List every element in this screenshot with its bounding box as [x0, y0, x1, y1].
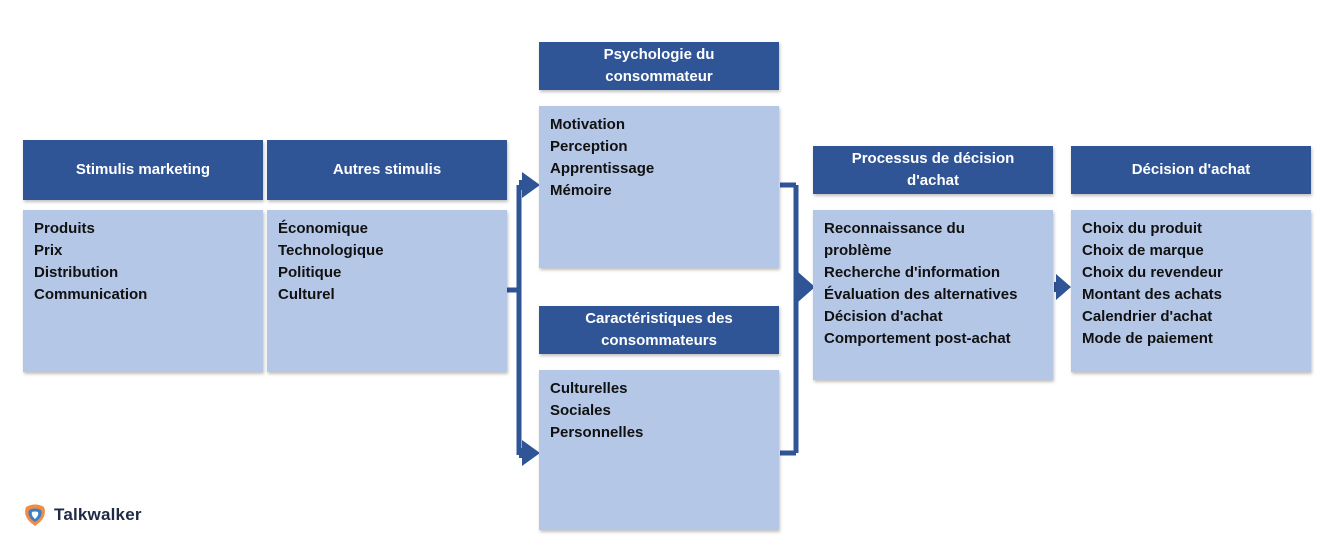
autres-stimulis-title: Autres stimulis	[332, 161, 442, 178]
list-item: Montant des achats	[1082, 286, 1223, 303]
list-item: Perception	[550, 138, 628, 155]
list-item: Évaluation des alternatives	[824, 286, 1018, 303]
list-item: Culturelles	[550, 380, 628, 397]
list-item: Choix du revendeur	[1082, 264, 1223, 281]
stimulis-marketing-title: Stimulis marketing	[75, 161, 211, 178]
list-item: Mémoire	[550, 182, 612, 199]
psychologie-title: Psychologie du consommateur	[603, 46, 715, 85]
list-item: Politique	[278, 264, 342, 281]
list-item: Personnelles	[550, 424, 644, 441]
decision-box: Choix du produit Choix de marque Choix d…	[1071, 210, 1311, 372]
logo-text: Talkwalker	[54, 505, 142, 524]
list-item: Économique	[278, 220, 369, 237]
caracteristiques-header: Caractéristiques des consommateurs	[539, 306, 779, 354]
stimulis-marketing-header: Stimulis marketing	[23, 140, 263, 200]
list-item: Communication	[34, 286, 148, 303]
list-item: Recherche d'information	[824, 264, 1001, 281]
processus-title: Processus de décision d'achat	[851, 150, 1015, 189]
list-item: Prix	[34, 242, 63, 259]
list-item: Produits	[34, 220, 95, 237]
decision-header: Décision d'achat	[1071, 146, 1311, 194]
list-item: Mode de paiement	[1082, 330, 1213, 347]
caracteristiques-title: Caractéristiques des consommateurs	[585, 310, 733, 349]
list-item: Apprentissage	[550, 160, 655, 177]
autres-stimulis-header: Autres stimulis	[267, 140, 507, 200]
list-item: Décision d'achat	[824, 308, 943, 325]
list-item: Choix de marque	[1082, 242, 1204, 259]
list-item: Calendrier d'achat	[1082, 308, 1213, 325]
list-item: Distribution	[34, 264, 119, 281]
psychologie-box: Motivation Perception Apprentissage Mémo…	[539, 106, 779, 268]
list-item: Reconnaissance du problème	[824, 220, 965, 259]
caracteristiques-box: Culturelles Sociales Personnelles	[539, 370, 779, 530]
processus-box: Reconnaissance du problème Recherche d'i…	[813, 210, 1053, 380]
decision-title: Décision d'achat	[1131, 161, 1251, 178]
talkwalker-logo-icon	[25, 504, 45, 526]
list-item: Culturel	[278, 286, 335, 303]
processus-header: Processus de décision d'achat	[813, 146, 1053, 194]
list-item: Motivation	[550, 116, 625, 133]
stimulis-marketing-box: Produits Prix Distribution Communication	[23, 210, 263, 372]
talkwalker-logo: Talkwalker	[22, 502, 142, 528]
psychologie-header: Psychologie du consommateur	[539, 42, 779, 90]
list-item: Sociales	[550, 402, 611, 419]
list-item: Technologique	[278, 242, 384, 259]
list-item: Choix du produit	[1082, 220, 1202, 237]
autres-stimulis-box: Économique Technologique Politique Cultu…	[267, 210, 507, 372]
list-item: Comportement post-achat	[824, 330, 1011, 347]
